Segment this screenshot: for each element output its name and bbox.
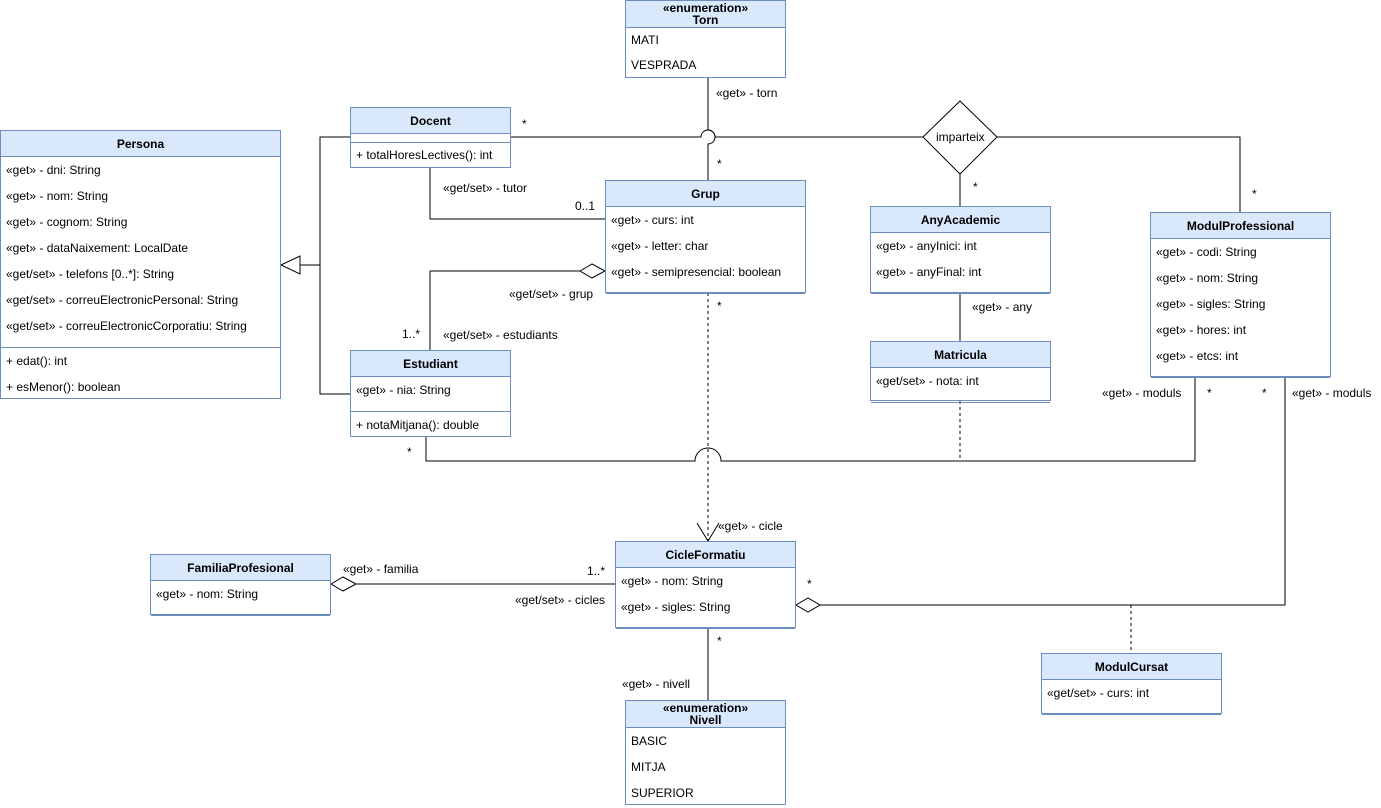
class-modulprofessional[interactable]: ModulProfessional «get» - codi: String «… — [1150, 212, 1331, 378]
role-label: «get/set» - estudiants — [443, 328, 558, 342]
tutor-line — [429, 168, 605, 220]
aggregation-diamond — [795, 597, 821, 613]
attribute: «get» - anyFinal: int — [876, 265, 982, 279]
multiplicity-label: * — [1207, 386, 1212, 400]
class-name: Nivell — [689, 712, 722, 727]
role-label: «get» - moduls — [1102, 386, 1182, 400]
multiplicity-label: * — [973, 180, 978, 194]
class-name: Matricula — [934, 347, 987, 362]
multiplicity-label: * — [522, 117, 527, 131]
generalization-arrowhead — [279, 255, 301, 275]
imparteix-modul-line — [997, 136, 1241, 212]
attribute: «get» - dni: String — [6, 163, 101, 177]
attribute: «get» - sigles: String — [621, 600, 731, 614]
multiplicity-label: * — [717, 634, 722, 648]
enum-value: MATI — [631, 33, 659, 47]
enum-value: BASIC — [631, 734, 668, 748]
stereotype: «enumeration» — [662, 0, 749, 15]
imparteix-label: imparteix — [936, 130, 985, 144]
class-torn[interactable]: «enumeration» Torn MATI VESPRADA — [625, 0, 786, 78]
estudiant-grup-line — [429, 270, 580, 350]
attribute: «get/set» - correuElectronicPersonal: St… — [6, 293, 239, 307]
dependency-arrowhead — [696, 522, 720, 542]
attribute: «get» - nom: String — [6, 189, 109, 203]
class-familiaprofesional[interactable]: FamiliaProfesional «get» - nom: String — [150, 554, 331, 616]
operation: + esMenor(): boolean — [6, 380, 121, 394]
class-name: Docent — [410, 113, 451, 128]
attribute: «get» - anyInici: int — [876, 239, 977, 253]
cicle-modul-line — [820, 377, 1286, 606]
class-name: Grup — [691, 186, 720, 201]
class-name: Torn — [692, 12, 719, 27]
estudiant-moduls-line — [425, 377, 1196, 462]
class-cicleformatiu[interactable]: CicleFormatiu «get» - nom: String «get» … — [615, 541, 796, 629]
docent-imparteix-line — [510, 129, 923, 138]
attribute: «get» - nom: String — [1156, 271, 1259, 285]
enum-value: MITJA — [631, 760, 666, 774]
torn-grup-line — [707, 78, 716, 180]
class-anyacademic[interactable]: AnyAcademic «get» - anyInici: int «get» … — [870, 206, 1051, 294]
role-label: «get» - moduls — [1292, 386, 1372, 400]
role-label: «get» - nivell — [622, 677, 691, 691]
class-matricula[interactable]: Matricula «get/set» - nota: int — [870, 341, 1051, 403]
enum-value: VESPRADA — [631, 58, 697, 72]
class-name: AnyAcademic — [920, 212, 1001, 227]
multiplicity-label: * — [407, 445, 412, 459]
class-name: FamiliaProfesional — [187, 560, 294, 575]
enum-value: SUPERIOR — [631, 786, 694, 800]
attribute: «get» - nom: String — [156, 587, 259, 601]
multiplicity-label: * — [717, 299, 722, 313]
attribute: «get» - hores: int — [1156, 323, 1247, 337]
class-name: ModulCursat — [1094, 659, 1169, 674]
attribute: «get» - nom: String — [621, 574, 724, 588]
stereotype: «enumeration» — [662, 700, 749, 715]
attribute: «get» - letter: char — [611, 239, 709, 253]
multiplicity-label: * — [1262, 386, 1267, 400]
attribute: «get» - curs: int — [611, 213, 694, 227]
role-label: «get» - torn — [716, 86, 778, 100]
aggregation-diamond — [330, 576, 358, 592]
multiplicity-label: 1..* — [587, 564, 606, 578]
operation: + totalHoresLectives(): int — [351, 142, 510, 169]
class-name: ModulProfessional — [1186, 218, 1295, 233]
role-label: «get/set» - grup — [509, 287, 594, 301]
attribute: «get/set» - curs: int — [1047, 686, 1150, 700]
role-label: «get/set» - tutor — [443, 181, 528, 195]
multiplicity-label: * — [807, 577, 812, 591]
role-label: «get/set» - cicles — [515, 593, 606, 607]
operation: + notaMitjana(): double — [356, 418, 480, 432]
multiplicity-label: * — [1252, 187, 1257, 201]
attribute: «get» - cognom: String — [6, 215, 128, 229]
attribute: «get/set» - correuElectronicCorporatiu: … — [6, 319, 247, 333]
class-name: Estudiant — [403, 356, 458, 371]
generalization-line — [319, 136, 350, 395]
attribute: «get/set» - telefons [0..*]: String — [6, 267, 175, 281]
attribute: «get» - etcs: int — [1156, 349, 1239, 363]
class-nivell[interactable]: «enumeration» Nivell BASIC MITJA SUPERIO… — [625, 700, 786, 805]
class-grup[interactable]: Grup «get» - curs: int «get» - letter: c… — [605, 180, 806, 294]
class-name: Persona — [116, 136, 165, 151]
multiplicity-label: 1..* — [402, 327, 421, 341]
class-modulcursat[interactable]: ModulCursat «get/set» - curs: int — [1041, 653, 1222, 715]
role-label: «get» - any — [972, 300, 1033, 314]
multiplicity-label: * — [717, 157, 722, 171]
class-name: CicleFormatiu — [665, 547, 746, 562]
role-label: «get» - familia — [343, 562, 419, 576]
operation: + edat(): int — [6, 354, 68, 368]
attribute: «get» - sigles: String — [1156, 297, 1266, 311]
attribute: «get» - dataNaixement: LocalDate — [6, 241, 189, 255]
attribute: «get» - nia: String — [356, 383, 451, 397]
attribute: «get» - semipresencial: boolean — [611, 265, 782, 279]
attribute: «get» - codi: String — [1156, 245, 1257, 259]
class-estudiant[interactable]: Estudiant «get» - nia: String + notaMitj… — [350, 350, 511, 437]
attribute: «get/set» - nota: int — [876, 374, 979, 388]
aggregation-diamond — [579, 263, 607, 279]
role-label: «get» - cicle — [718, 519, 783, 533]
class-persona[interactable]: Persona «get» - dni: String «get» - nom:… — [0, 130, 281, 399]
imparteix-diamond — [922, 100, 998, 175]
class-docent[interactable]: Docent + totalHoresLectives(): int — [350, 107, 511, 168]
multiplicity-label: 0..1 — [575, 199, 596, 213]
